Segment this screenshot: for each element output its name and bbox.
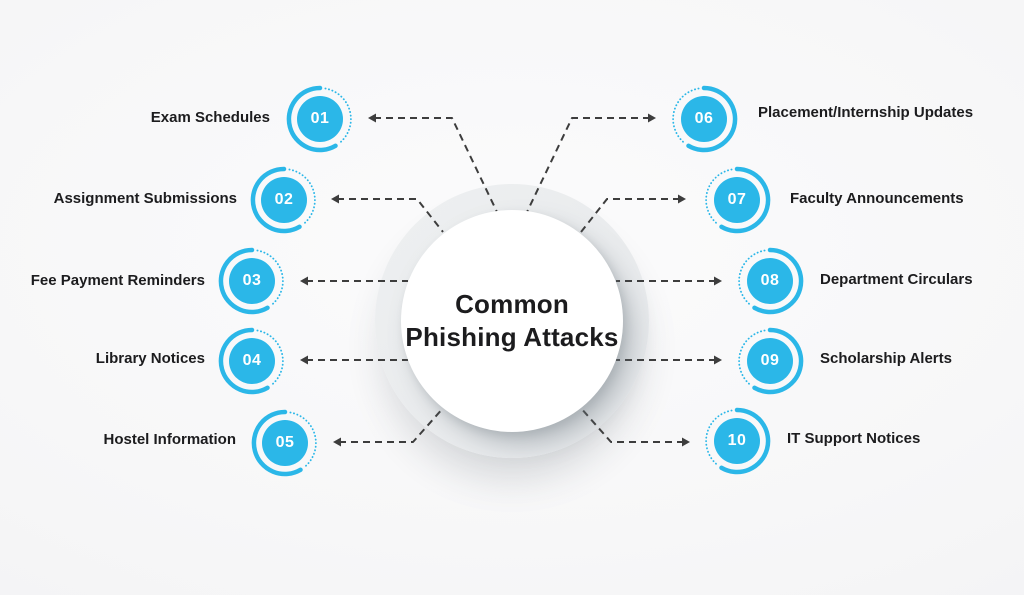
item-badge-09: 09 <box>735 326 805 396</box>
arrowhead-left-5 <box>333 437 341 447</box>
arrowhead-right-9 <box>714 355 722 365</box>
arrowhead-right-7 <box>678 194 686 204</box>
arrowhead-left-2 <box>331 194 339 204</box>
arrowhead-right-8 <box>714 276 722 286</box>
connector-hostel-information <box>339 406 445 443</box>
item-badge-04: 04 <box>217 326 287 396</box>
item-label-placement-internship-updates: Placement/Internship Updates <box>758 104 974 121</box>
connector-exam-schedules <box>374 117 498 213</box>
item-badge-05: 05 <box>250 408 320 478</box>
item-badge-10: 10 <box>702 406 772 476</box>
item-label-hostel-information: Hostel Information <box>103 431 236 448</box>
connector-faculty-announcements <box>580 198 680 233</box>
badge-number: 07 <box>727 191 747 208</box>
center-circle: Common Phishing Attacks <box>401 210 623 432</box>
badge-number: 05 <box>275 434 295 451</box>
diagram-title: Common Phishing Attacks <box>405 288 618 354</box>
badge-number: 06 <box>694 110 714 127</box>
item-label-assignment-submissions: Assignment Submissions <box>53 190 237 207</box>
arrowhead-right-10 <box>682 437 690 447</box>
connector-assignment-submissions <box>337 198 444 233</box>
badge-number: 02 <box>274 191 294 208</box>
item-badge-06: 06 <box>669 84 739 154</box>
arrowhead-left-3 <box>300 276 308 286</box>
item-label-department-circulars: Department Circulars <box>820 271 973 288</box>
item-badge-08: 08 <box>735 246 805 316</box>
arrowhead-left-4 <box>300 355 308 365</box>
badge-number: 09 <box>760 352 780 369</box>
item-badge-01: 01 <box>285 84 355 154</box>
badge-number: 08 <box>760 272 780 289</box>
arrowhead-right-6 <box>648 113 656 123</box>
connector-placement-internship-updates <box>526 117 650 213</box>
title-line-2: Phishing Attacks <box>405 322 619 352</box>
connector-it-support-notices <box>579 406 684 443</box>
item-label-exam-schedules: Exam Schedules <box>150 109 270 126</box>
item-badge-07: 07 <box>702 165 772 235</box>
badge-number: 03 <box>242 272 262 289</box>
item-label-library-notices: Library Notices <box>95 350 205 367</box>
badge-number: 04 <box>242 352 262 369</box>
title-line-1: Common <box>455 288 569 319</box>
item-label-scholarship-alerts: Scholarship Alerts <box>820 350 952 367</box>
arrowhead-left-1 <box>368 113 376 123</box>
item-label-faculty-announcements: Faculty Announcements <box>790 190 964 207</box>
item-badge-03: 03 <box>217 246 287 316</box>
item-label-fee-payment-reminders: Fee Payment Reminders <box>30 272 205 289</box>
item-label-it-support-notices: IT Support Notices <box>787 430 921 447</box>
badge-number: 10 <box>727 432 747 449</box>
badge-number: 01 <box>310 110 330 127</box>
item-badge-02: 02 <box>249 165 319 235</box>
